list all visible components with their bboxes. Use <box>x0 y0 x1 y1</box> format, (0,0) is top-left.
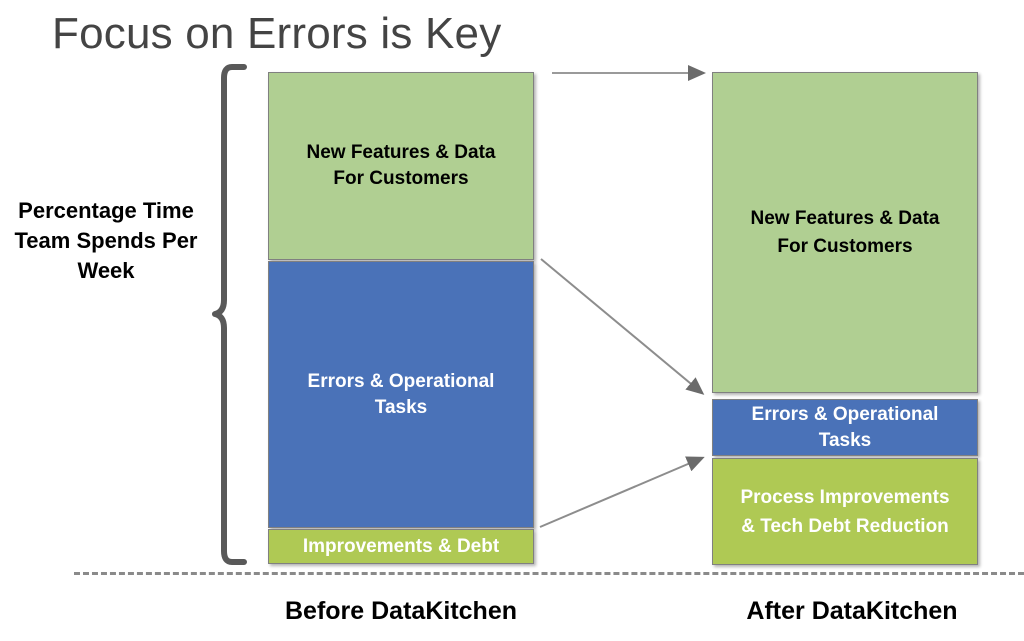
block-before-improvements-debt[interactable]: Improvements & Debt <box>268 529 534 564</box>
block-after-errors-operational[interactable]: Errors & Operational Tasks <box>712 399 978 456</box>
caption-after-datakitchen: After DataKitchen <box>746 597 958 625</box>
arrow-blue-to-blue <box>540 258 705 395</box>
arrow-olive-to-olive <box>539 456 705 528</box>
block-label: New Features & Data For Customers <box>750 207 940 257</box>
block-label: Errors & Operational Tasks <box>751 403 939 451</box>
block-label: Improvements & Debt <box>302 535 500 557</box>
left-curly-brace-icon <box>212 64 247 565</box>
caption-before-datakitchen: Before DataKitchen <box>285 597 517 625</box>
block-before-errors-operational[interactable]: Errors & Operational Tasks <box>268 261 534 528</box>
dashed-divider <box>74 572 1024 575</box>
page-title: Focus on Errors is Key <box>52 9 502 58</box>
axis-label-percentage-time: Percentage Time Team Spends Per Week <box>14 198 198 283</box>
block-label: Errors & Operational Tasks <box>307 370 495 418</box>
block-before-new-features[interactable]: New Features & Data For Customers <box>268 72 534 260</box>
block-after-new-features[interactable]: New Features & Data For Customers <box>712 72 978 393</box>
block-after-process-improvements[interactable]: Process Improvements & Tech Debt Reducti… <box>712 458 978 565</box>
block-label: Process Improvements & Tech Debt Reducti… <box>740 486 950 537</box>
block-label: New Features & Data For Customers <box>306 142 496 189</box>
